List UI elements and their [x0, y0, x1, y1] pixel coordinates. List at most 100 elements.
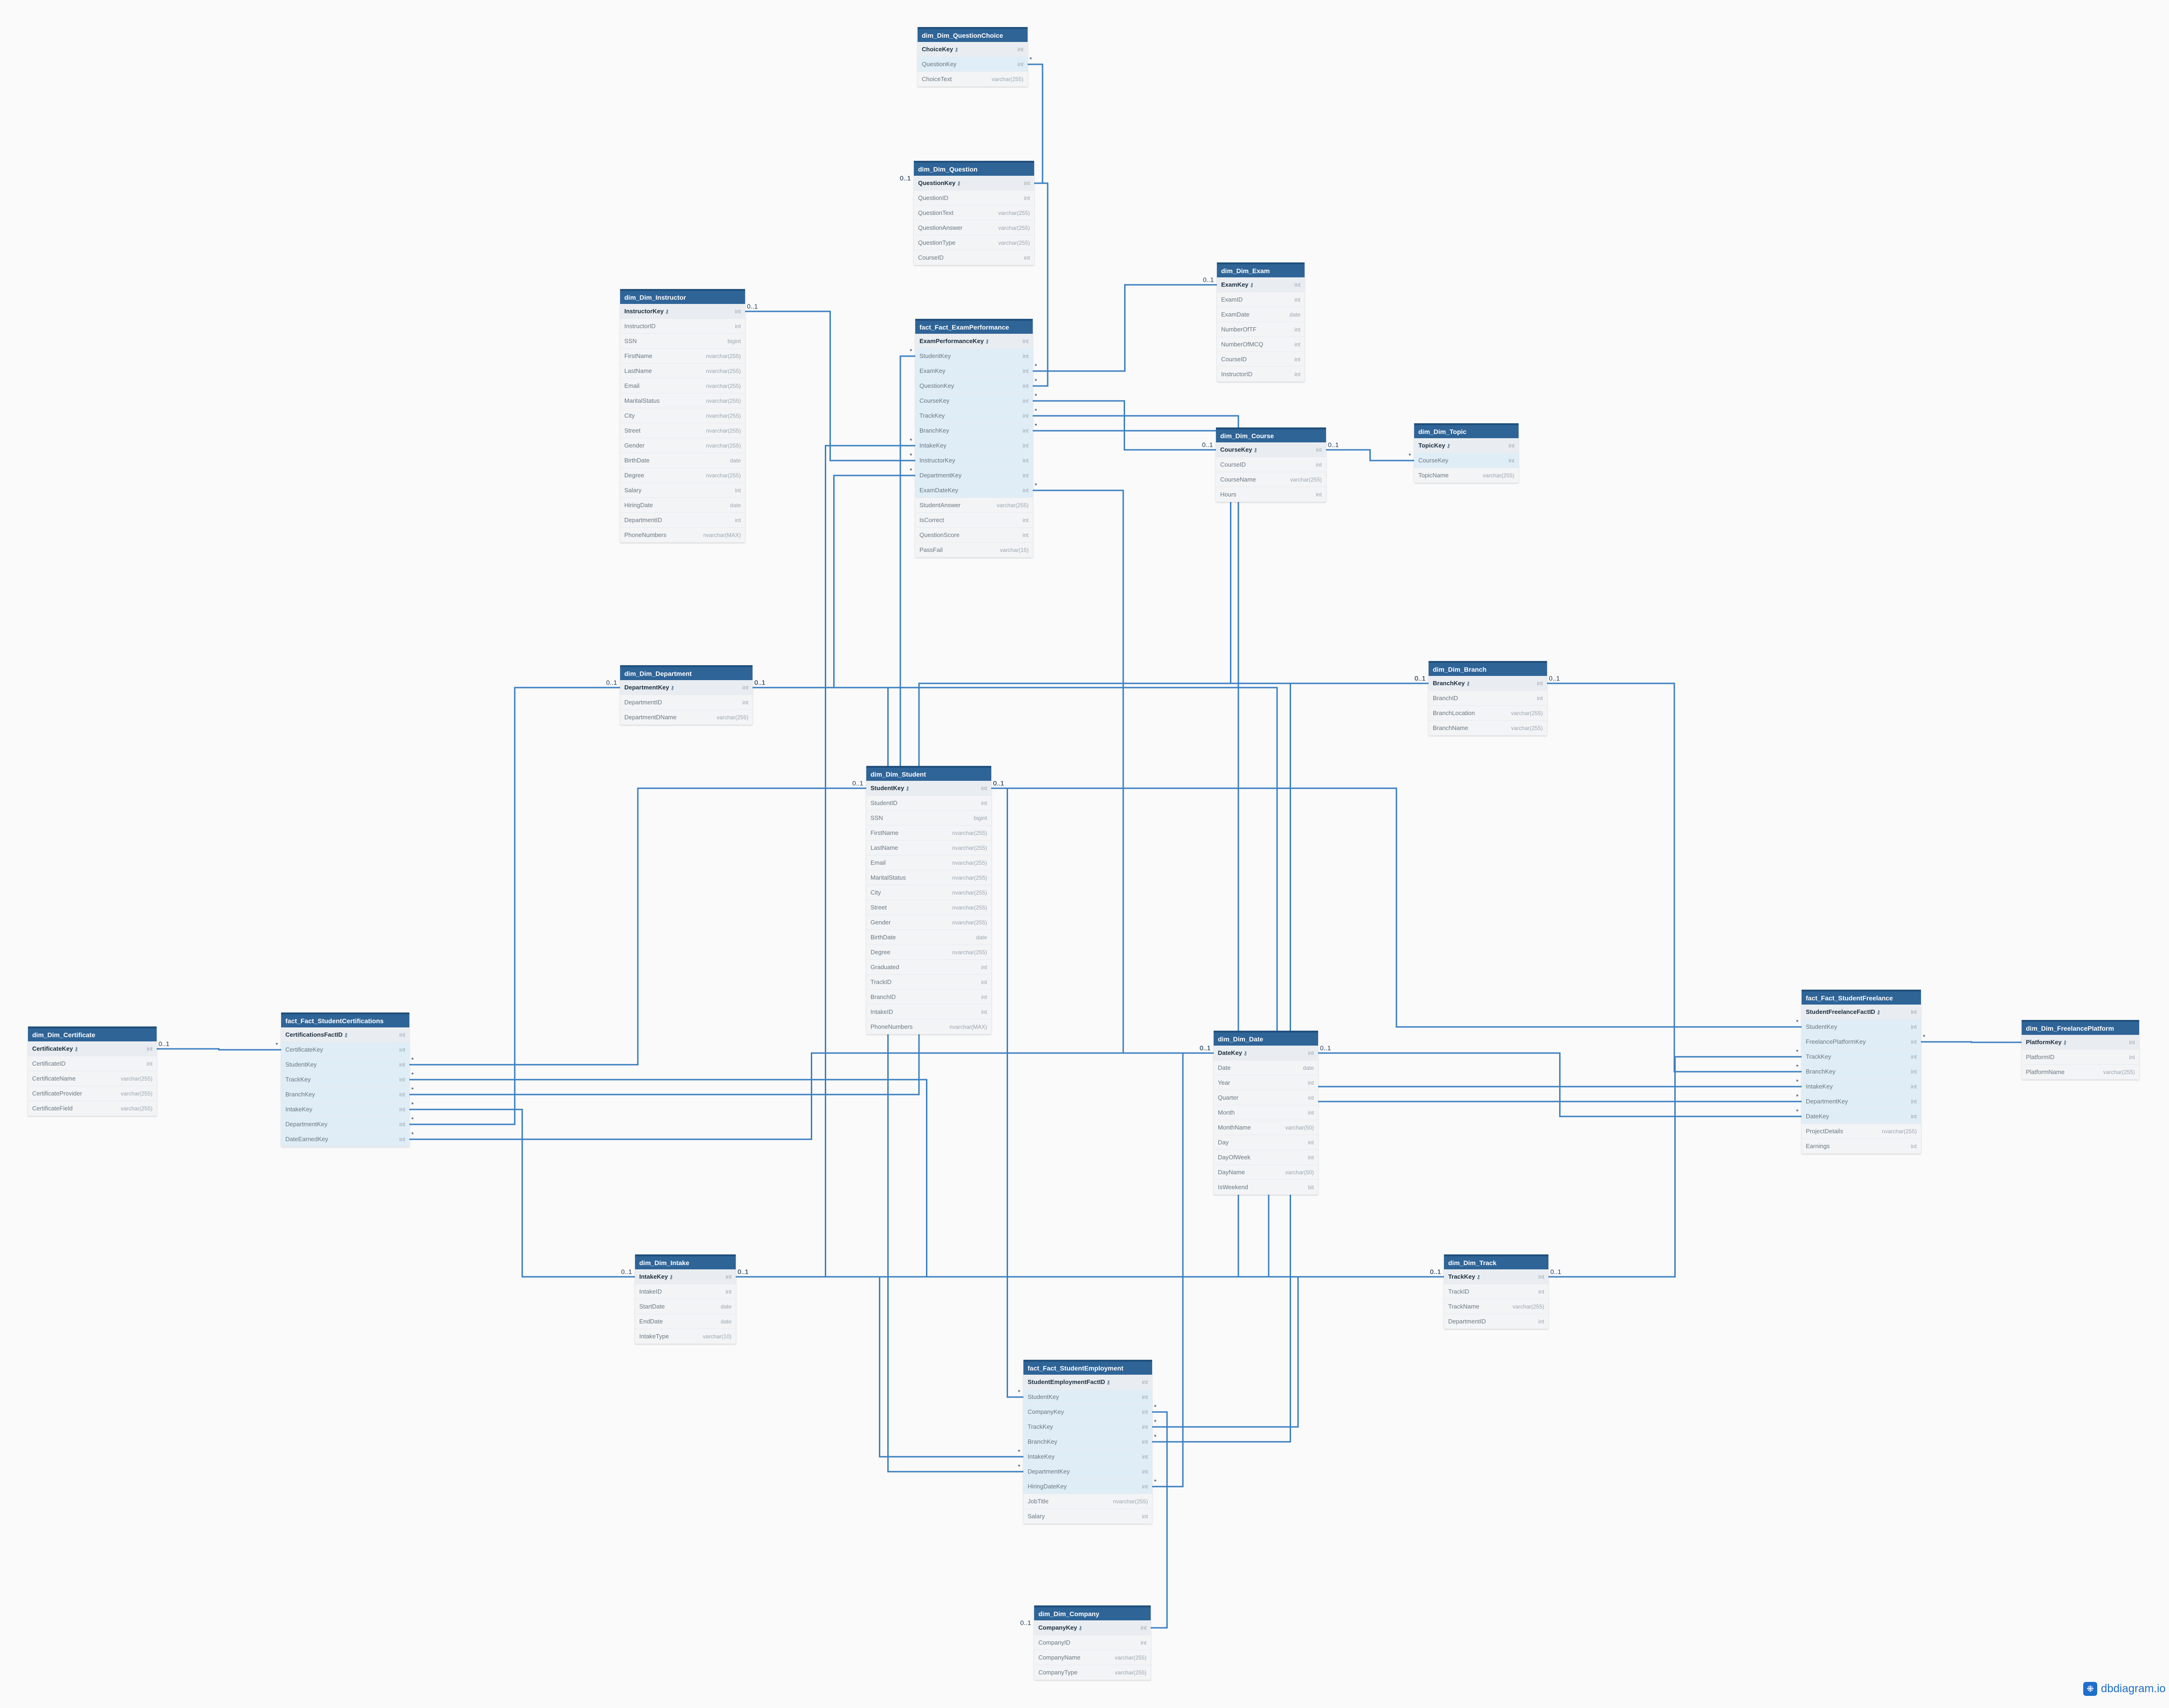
relationship-line[interactable] — [1318, 1052, 1802, 1117]
relationship-line[interactable] — [409, 787, 866, 1066]
field-row[interactable]: DepartmentKey⚷int — [620, 680, 753, 695]
field-row[interactable]: IntakeKey⚷int — [635, 1269, 736, 1284]
table-header[interactable]: dim_Dim_Student — [866, 766, 991, 781]
table-header[interactable]: dim_Dim_Exam — [1217, 262, 1305, 277]
relationship-line[interactable] — [157, 1048, 281, 1051]
table-header[interactable]: fact_Fact_StudentFreelance — [1802, 990, 1921, 1005]
field-row[interactable]: CertificateKey⚷int — [28, 1041, 157, 1056]
table-header[interactable]: dim_Dim_Department — [620, 665, 753, 680]
table-header[interactable]: dim_Dim_Branch — [1429, 661, 1547, 676]
field-row[interactable]: BranchKey⚷int — [1429, 676, 1547, 691]
field-row[interactable]: CourseKey⚷int — [1216, 442, 1326, 457]
field-row[interactable]: QuestionKey⚷int — [914, 176, 1034, 191]
relationship-line[interactable] — [736, 1276, 1023, 1458]
table-header[interactable]: dim_Dim_Track — [1444, 1254, 1548, 1269]
table-header[interactable]: dim_Dim_Date — [1214, 1031, 1318, 1046]
relationship-line[interactable] — [753, 475, 915, 689]
field-row[interactable]: StudentKey⚷int — [866, 781, 991, 796]
relationship-line[interactable] — [1152, 1052, 1214, 1488]
field-row[interactable]: CompanyKey⚷int — [1034, 1620, 1151, 1635]
table-header[interactable]: dim_Dim_Topic — [1414, 423, 1519, 438]
field-row[interactable]: TopicKey⚷int — [1414, 438, 1519, 453]
relationship-line[interactable] — [745, 310, 915, 461]
relationship-line[interactable] — [1033, 284, 1217, 372]
field-row[interactable]: ChoiceKey⚷int — [918, 42, 1028, 57]
relationship-line[interactable] — [1033, 400, 1216, 451]
table-header[interactable]: dim_Dim_Question — [914, 161, 1034, 176]
